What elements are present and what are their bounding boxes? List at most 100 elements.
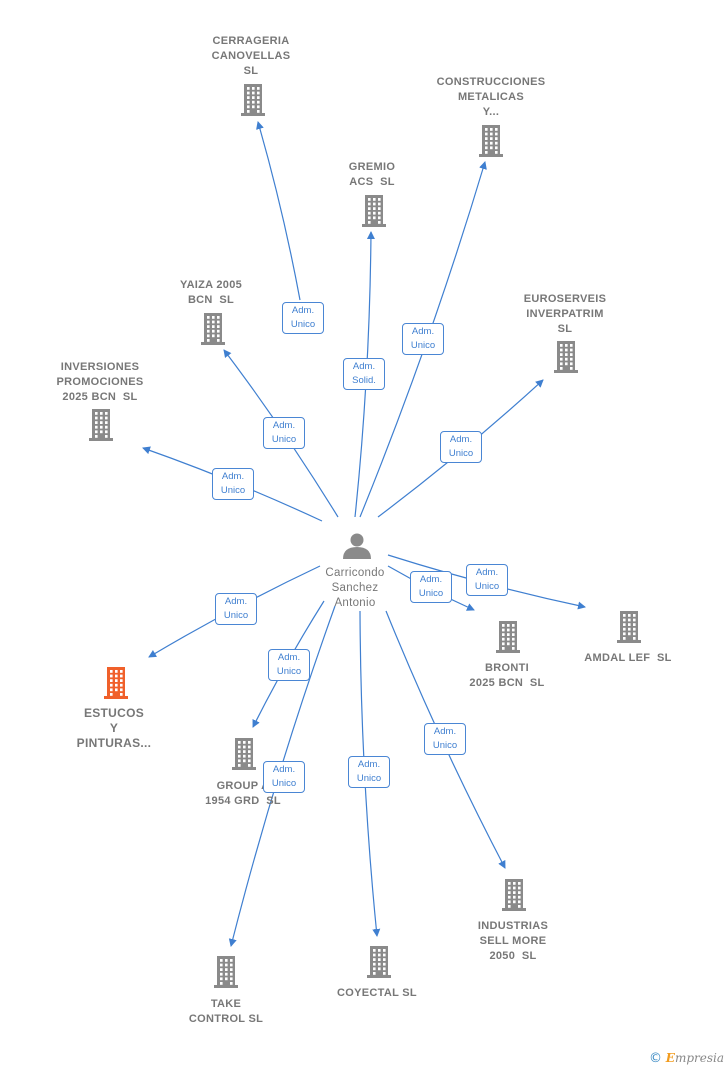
company-label-euroserveis[interactable]: EUROSERVEIS INVERPATRIM SL [490, 292, 640, 337]
company-label-line: PROMOCIONES [56, 376, 144, 388]
building-icon[interactable] [617, 611, 641, 643]
company-label-line: SL [557, 323, 573, 335]
relation-badge-line: Solid. [352, 375, 376, 386]
company-label-line: ESTUCOS [83, 706, 145, 720]
company-label-line: INVERSIONES [60, 361, 140, 373]
relation-badge-line: Adm. [419, 574, 443, 585]
company-label-line: CONSTRUCCIONES [436, 76, 546, 88]
brand-logo[interactable]: © Empresia [649, 1051, 724, 1066]
company-label-line: BCN SL [187, 294, 235, 306]
relation-badge-line: Adm. [357, 759, 381, 770]
relation-badge-line: Unico [271, 778, 297, 789]
relation-badge-industrias[interactable]: Adm. Unico [424, 723, 466, 755]
edges-layer [142, 121, 586, 947]
building-icon[interactable] [554, 341, 578, 373]
relation-badge-line: Unico [276, 666, 302, 677]
relation-badge-line: Adm. [475, 567, 499, 578]
company-label-line: 2050 SL [489, 950, 537, 962]
company-label-line: METALICAS [457, 91, 525, 103]
relation-badge-line: Unico [418, 588, 444, 599]
company-label-line: EUROSERVEIS [523, 293, 607, 305]
building-icon[interactable] [214, 956, 238, 988]
company-label-coyectal[interactable]: COYECTAL SL [302, 986, 452, 1001]
relation-badge-cerrageria[interactable]: Adm.Unico [282, 302, 324, 334]
company-label-line: INDUSTRIAS [477, 920, 549, 932]
company-label-line: SL [243, 65, 259, 77]
company-label-inversiones[interactable]: INVERSIONES PROMOCIONES 2025 BCN SL [25, 360, 175, 405]
company-label-amdal[interactable]: AMDAL LEF SL [553, 651, 703, 666]
relation-badge-line: Adm. [277, 652, 301, 663]
building-icon[interactable] [104, 667, 128, 699]
person-name-line: Sanchez [331, 582, 379, 594]
company-label-line: YAIZA 2005 [179, 279, 243, 291]
relation-badge-construcciones[interactable]: Adm.Unico [402, 323, 444, 355]
company-label-line: INVERPATRIM [526, 308, 604, 320]
relation-badge-line: Unico [271, 434, 297, 445]
icons-layer [89, 84, 641, 988]
company-label-line: GREMIO [348, 161, 396, 173]
building-icon[interactable] [362, 195, 386, 227]
relation-badge-line: Adm. [272, 764, 296, 775]
company-label-line: 2025 BCN SL [62, 391, 138, 403]
copyright-symbol: © [648, 1051, 662, 1066]
company-label-line: TAKE [210, 998, 242, 1010]
relation-badge-line: Adm. [272, 420, 296, 431]
relation-badge-line: Adm. [449, 434, 473, 445]
brand-name: mpresia [674, 1051, 724, 1065]
building-icon[interactable] [496, 621, 520, 653]
relation-badge-euroserveis[interactable]: Adm. Unico [440, 431, 482, 463]
company-label-line: SELL MORE [479, 935, 547, 947]
building-icon[interactable] [367, 946, 391, 978]
relation-badge-line: Unico [432, 740, 458, 751]
relation-badge-inversiones[interactable]: Adm. Unico [212, 468, 254, 500]
relation-badge-line: Unico [356, 773, 382, 784]
company-label-bronti[interactable]: BRONTI 2025 BCN SL [432, 661, 582, 691]
person-name-line: Carricondo [325, 567, 385, 579]
building-icon[interactable] [232, 738, 256, 770]
company-label-line: AMDAL LEF SL [584, 652, 672, 664]
company-label-line: 2025 BCN SL [469, 677, 545, 689]
company-label-line: Y [109, 721, 119, 735]
relation-badge-amdal[interactable]: Adm. Unico [466, 564, 508, 596]
building-icon[interactable] [89, 409, 113, 441]
relation-badge-line: Unico [223, 610, 249, 621]
company-label-take[interactable]: TAKE CONTROL SL [151, 997, 301, 1027]
relation-badge-line: Adm. [352, 361, 376, 372]
person-name-line: Antonio [334, 597, 376, 609]
relation-badge-line: Unico [474, 581, 500, 592]
company-label-line: COYECTAL SL [337, 987, 417, 999]
relation-badge-line: Unico [290, 319, 316, 330]
company-label-line: CERRAGERIA [212, 35, 290, 47]
relation-badge-yaiza[interactable]: Adm. Unico [263, 417, 305, 449]
relation-badge-estucos[interactable]: Adm. Unico [215, 593, 257, 625]
relation-badge-line: Unico [220, 485, 246, 496]
relation-badge-line: Unico [448, 448, 474, 459]
company-label-industrias[interactable]: INDUSTRIAS SELL MORE 2050 SL [438, 919, 588, 964]
company-label-gremio[interactable]: GREMIO ACS SL [297, 160, 447, 190]
relation-badge-line: Adm. [224, 596, 248, 607]
building-icon[interactable] [241, 84, 265, 116]
company-label-line: CONTROL SL [188, 1013, 264, 1025]
company-label-line: 1954 GRD SL [205, 795, 281, 807]
edge-cerrageria [256, 121, 301, 301]
relation-badge-bronti[interactable]: Adm. Unico [410, 571, 452, 603]
relation-badge-gremio[interactable]: Adm. Solid. [343, 358, 385, 390]
company-label-line: Y... [482, 106, 500, 118]
company-label-line: PINTURAS... [76, 736, 152, 750]
company-label-line: ACS SL [349, 176, 395, 188]
company-label-line: BRONTI [485, 662, 529, 674]
relation-badge-line: Adm. [221, 471, 245, 482]
relation-badge-coyectal[interactable]: Adm. Unico [348, 756, 390, 788]
company-label-construcciones[interactable]: CONSTRUCCIONES METALICAS Y... [416, 75, 566, 120]
building-icon[interactable] [201, 313, 225, 345]
relation-badge-line: Adm. [433, 726, 457, 737]
building-icon[interactable] [502, 879, 526, 911]
building-icon[interactable] [479, 125, 503, 157]
relation-badge-group[interactable]: Adm. Unico [268, 649, 310, 681]
relation-badge-take[interactable]: Adm. Unico [263, 761, 305, 793]
person-icon[interactable] [343, 533, 371, 560]
